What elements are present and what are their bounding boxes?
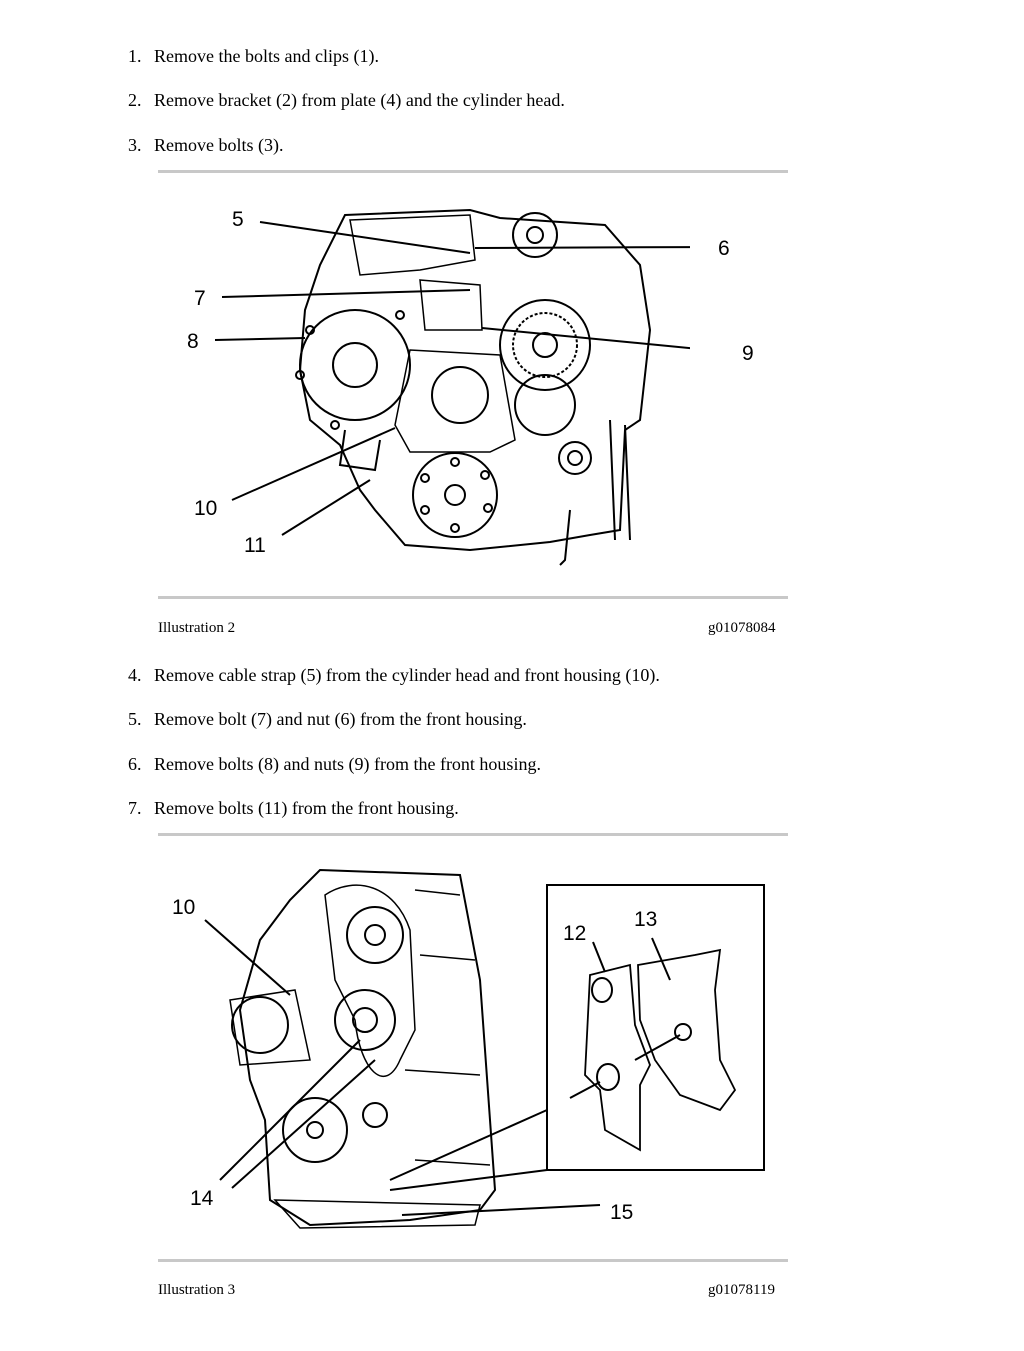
step-number: 3. <box>128 135 142 155</box>
illustration-3-caption: Illustration 3 <box>158 1282 236 1298</box>
step-1: 1. Remove the bolts and clips (1). <box>128 45 379 67</box>
callout-11: 11 <box>244 534 266 557</box>
step-3: 3. Remove bolts (3). <box>128 134 283 156</box>
step-6: 6. Remove bolts (8) and nuts (9) from the… <box>128 753 541 775</box>
step-text: Remove bolts (8) and nuts (9) from the f… <box>154 754 541 774</box>
step-text: Remove bolts (3). <box>154 135 284 155</box>
callout-12: 12 <box>563 922 586 945</box>
illustration-2-code: g01078084 <box>708 620 776 636</box>
step-7: 7. Remove bolts (11) from the front housi… <box>128 797 459 819</box>
callout-6: 6 <box>718 237 730 260</box>
step-number: 1. <box>128 46 142 66</box>
step-number: 5. <box>128 709 142 729</box>
callout-8: 8 <box>187 330 199 353</box>
step-text: Remove bracket (2) from plate (4) and th… <box>154 90 565 110</box>
illustration-3-code: g01078119 <box>708 1282 775 1298</box>
callout-10: 10 <box>194 497 217 520</box>
step-5: 5. Remove bolt (7) and nut (6) from the f… <box>128 708 527 730</box>
illustration-3-drawing <box>160 860 770 1245</box>
callout-5: 5 <box>232 208 244 231</box>
illustration-2-callouts: 5 6 7 8 9 10 11 <box>187 208 754 557</box>
step-number: 2. <box>128 90 142 110</box>
divider <box>158 1259 788 1262</box>
callout-13: 13 <box>634 908 657 931</box>
callout-7: 7 <box>194 287 206 310</box>
illustration-2-caption: Illustration 2 <box>158 620 236 636</box>
illustration-3-callouts: 10 12 13 14 15 <box>172 896 657 1224</box>
divider <box>158 596 788 599</box>
step-text: Remove cable strap (5) from the cylinder… <box>154 665 660 685</box>
step-text: Remove the bolts and clips (1). <box>154 46 379 66</box>
step-number: 6. <box>128 754 142 774</box>
illustration-2-drawing <box>170 190 690 585</box>
step-4: 4. Remove cable strap (5) from the cylind… <box>128 664 660 686</box>
step-number: 4. <box>128 665 142 685</box>
step-text: Remove bolt (7) and nut (6) from the fro… <box>154 709 527 729</box>
callout-15: 15 <box>610 1201 633 1224</box>
step-2: 2. Remove bracket (2) from plate (4) and … <box>128 89 565 111</box>
callout-9: 9 <box>742 342 754 365</box>
divider <box>158 833 788 836</box>
divider <box>158 170 788 173</box>
callout-14: 14 <box>190 1187 214 1210</box>
step-text: Remove bolts (11) from the front housing… <box>154 798 459 818</box>
step-number: 7. <box>128 798 142 818</box>
callout-10: 10 <box>172 896 195 919</box>
